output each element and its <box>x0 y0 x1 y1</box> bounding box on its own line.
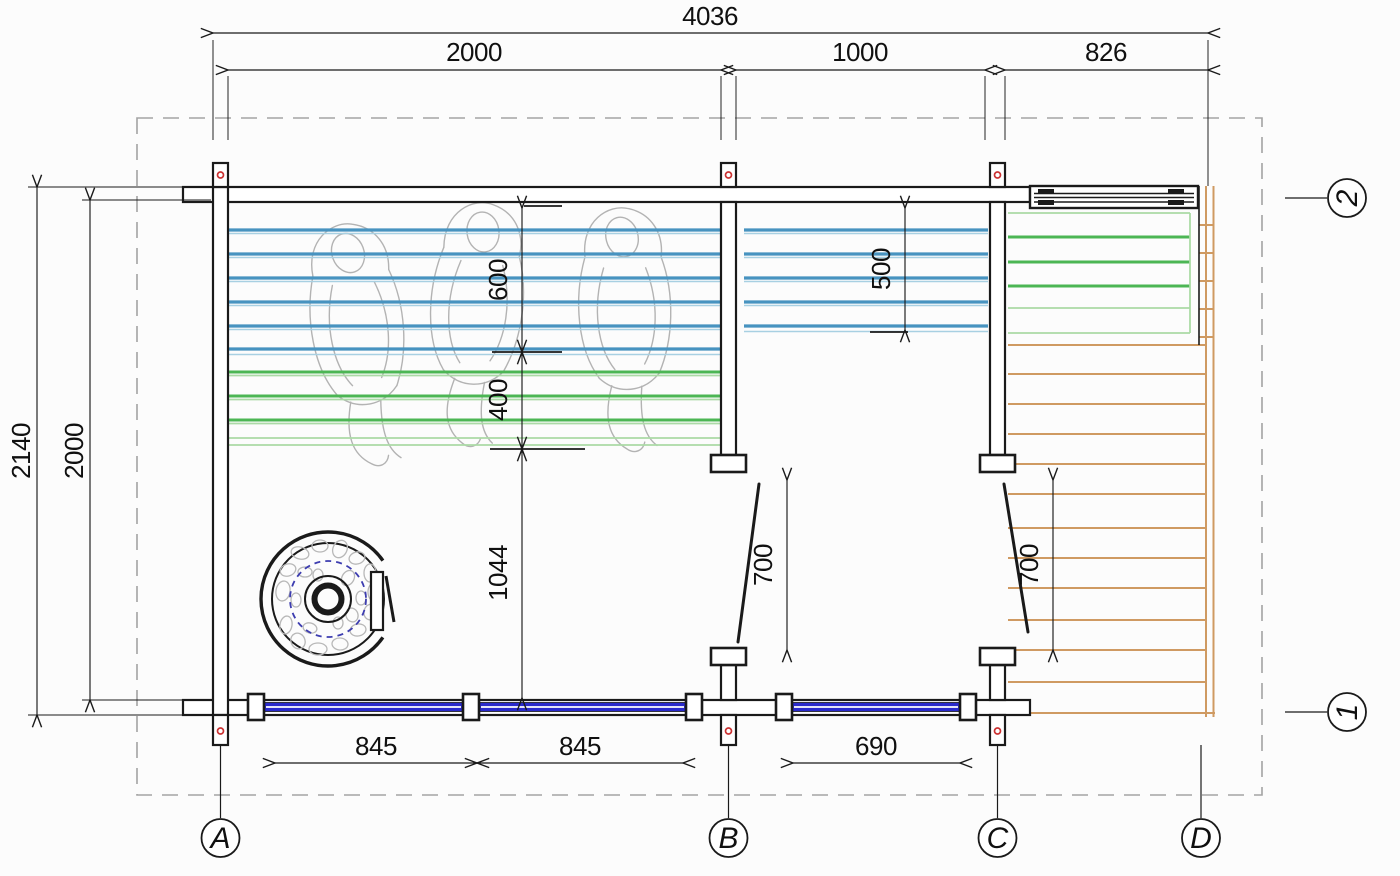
window-mullion <box>958 692 978 722</box>
dimensions-top: 4036 2000 1000 826 <box>200 1 1221 186</box>
door-c-leaf <box>1002 482 1030 634</box>
bench-boards-room1 <box>229 228 720 446</box>
grid-bubble-2 <box>1327 178 1367 218</box>
post-marker-dot <box>724 727 733 735</box>
door-b-jamb-bottom <box>709 646 748 667</box>
stove-chimney-outer <box>304 575 352 623</box>
stove-door <box>369 570 385 632</box>
dim-text-1044: 1044 <box>483 545 513 601</box>
stove-outer-ring <box>259 530 385 668</box>
windows <box>246 692 978 722</box>
wall-c-lower <box>988 663 1007 702</box>
post-marker-dot <box>216 171 225 179</box>
bench-boards-room1-green <box>229 370 720 446</box>
wall-b-upper <box>719 200 738 457</box>
dim-text-826: 826 <box>1085 37 1127 67</box>
grid-bubble-a <box>200 818 241 858</box>
grid-label-1: 1 <box>1331 704 1364 721</box>
dim-text-400: 400 <box>483 379 513 421</box>
dim-text-2000-left: 2000 <box>59 423 89 479</box>
grid-axes: A B C D 1 2 <box>200 178 1367 858</box>
window-mullion <box>774 692 794 722</box>
dimensions-interior: 600 400 1044 500 700 700 <box>483 195 1059 711</box>
door-c-jamb-top <box>978 453 1017 474</box>
stove-dashed-circle <box>289 560 367 638</box>
window-mullion <box>684 692 704 722</box>
door-b <box>709 453 761 667</box>
door-c <box>978 453 1030 667</box>
railing-bracket <box>1038 200 1054 205</box>
grid-label-2: 2 <box>1331 189 1364 207</box>
dim-text-600: 600 <box>483 259 513 301</box>
grid-label-b: B <box>718 822 738 855</box>
dim-text-500: 500 <box>866 248 896 290</box>
dimensions-left: 2140 2000 <box>6 174 211 728</box>
stove-stones <box>275 539 381 656</box>
human-figures <box>296 198 679 474</box>
post-marker-dot <box>993 727 1002 735</box>
railing-bracket <box>1168 200 1184 205</box>
grid-bubble-d <box>1181 818 1221 858</box>
door-c-jamb-bottom <box>978 646 1017 667</box>
top-wall <box>181 185 1032 204</box>
wall-c-upper <box>988 200 1007 457</box>
bench-boards-room2 <box>744 228 988 333</box>
terrace-railing <box>1028 184 1200 210</box>
grid-bubble-c <box>977 818 1018 858</box>
grid-label-a: A <box>208 822 230 855</box>
terrace-bench-boards <box>1008 212 1191 334</box>
left-wall-a <box>211 185 230 717</box>
grid-label-d: D <box>1190 822 1212 855</box>
stove-inner-ring <box>271 542 385 656</box>
dim-text-845-2: 845 <box>559 731 601 761</box>
door-b-leaf <box>736 482 761 644</box>
window-mullion <box>461 692 481 722</box>
dim-text-4036: 4036 <box>682 1 738 31</box>
dim-text-700-c: 700 <box>1014 544 1044 586</box>
terrace-deck-boards <box>1008 186 1215 717</box>
dim-text-845-1: 845 <box>355 731 397 761</box>
grid-bubble-1 <box>1327 692 1367 732</box>
stove-chimney <box>311 582 345 616</box>
dim-text-2000-top: 2000 <box>446 37 502 67</box>
dim-text-700-b: 700 <box>748 544 778 586</box>
dim-text-1000: 1000 <box>832 37 888 67</box>
wall-b-lower <box>719 663 738 702</box>
grid-label-c: C <box>987 822 1009 855</box>
post-marker-dot <box>724 171 733 179</box>
post-marker-dot <box>216 727 225 735</box>
stove-door-handle <box>384 575 396 623</box>
walls <box>181 161 1032 747</box>
bench-boards-room1-blue <box>229 228 720 356</box>
dim-text-690: 690 <box>855 731 897 761</box>
railing-bracket <box>1168 189 1184 194</box>
human-figure-1 <box>296 217 424 474</box>
window-mullion <box>246 692 266 722</box>
door-b-jamb-top <box>709 453 748 474</box>
dim-text-2140: 2140 <box>6 423 36 479</box>
post-marker-dot <box>993 171 1002 179</box>
stove <box>259 530 396 668</box>
dimensions-bottom: 845 845 690 <box>262 731 973 769</box>
railing-bracket <box>1038 189 1054 194</box>
grid-bubble-b <box>708 818 749 858</box>
site-boundary-dashed <box>136 117 1263 796</box>
